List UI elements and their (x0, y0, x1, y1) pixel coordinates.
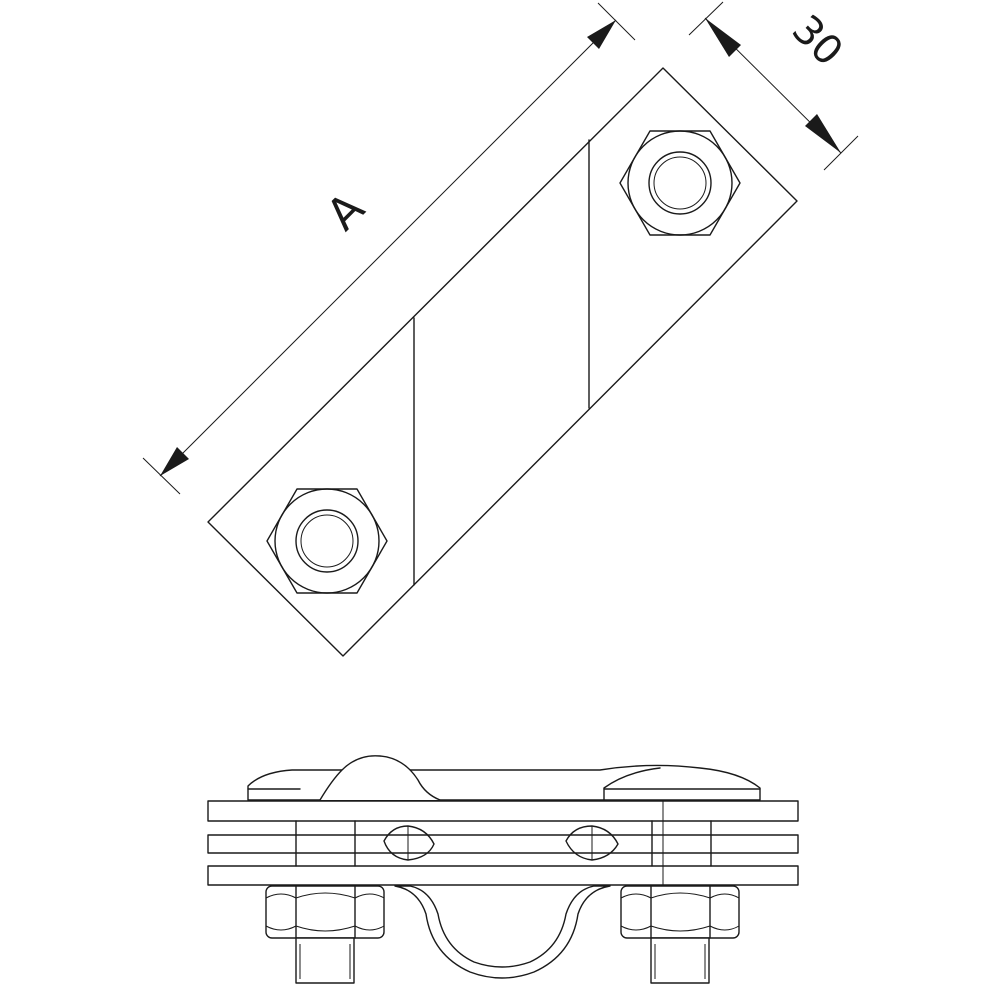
hex-nut-icon (266, 488, 388, 594)
strap-edges (413, 139, 590, 586)
grip-right (565, 825, 619, 861)
side-view (207, 755, 799, 984)
threaded-stud (295, 937, 355, 984)
arrowhead-icon (705, 18, 741, 57)
extension-line (597, 2, 636, 41)
hex-nut-icon (619, 130, 741, 236)
nut-left (265, 885, 385, 984)
bolt-upper-right (619, 130, 741, 236)
dimension-label-30: 30 (783, 7, 852, 76)
dimension-label-a: A (317, 183, 374, 240)
top-view: A 30 (142, 1, 859, 657)
extension-line (142, 457, 181, 495)
bolt-lower-left (266, 488, 388, 594)
clamp-plate-outline (207, 67, 798, 657)
top-cap-hump (319, 755, 441, 801)
nut-right (620, 885, 740, 984)
dimension-a: A (142, 2, 636, 495)
arrowhead-icon (587, 20, 616, 49)
grip-left (383, 825, 435, 861)
threaded-stud (650, 937, 710, 984)
bolt-shanks (295, 801, 712, 885)
plate-upper (207, 800, 799, 822)
arrowhead-icon (160, 447, 189, 476)
dimension-line (159, 19, 617, 477)
u-saddle (394, 885, 611, 979)
plate-lower (207, 865, 799, 886)
arrowhead-icon (805, 114, 841, 153)
